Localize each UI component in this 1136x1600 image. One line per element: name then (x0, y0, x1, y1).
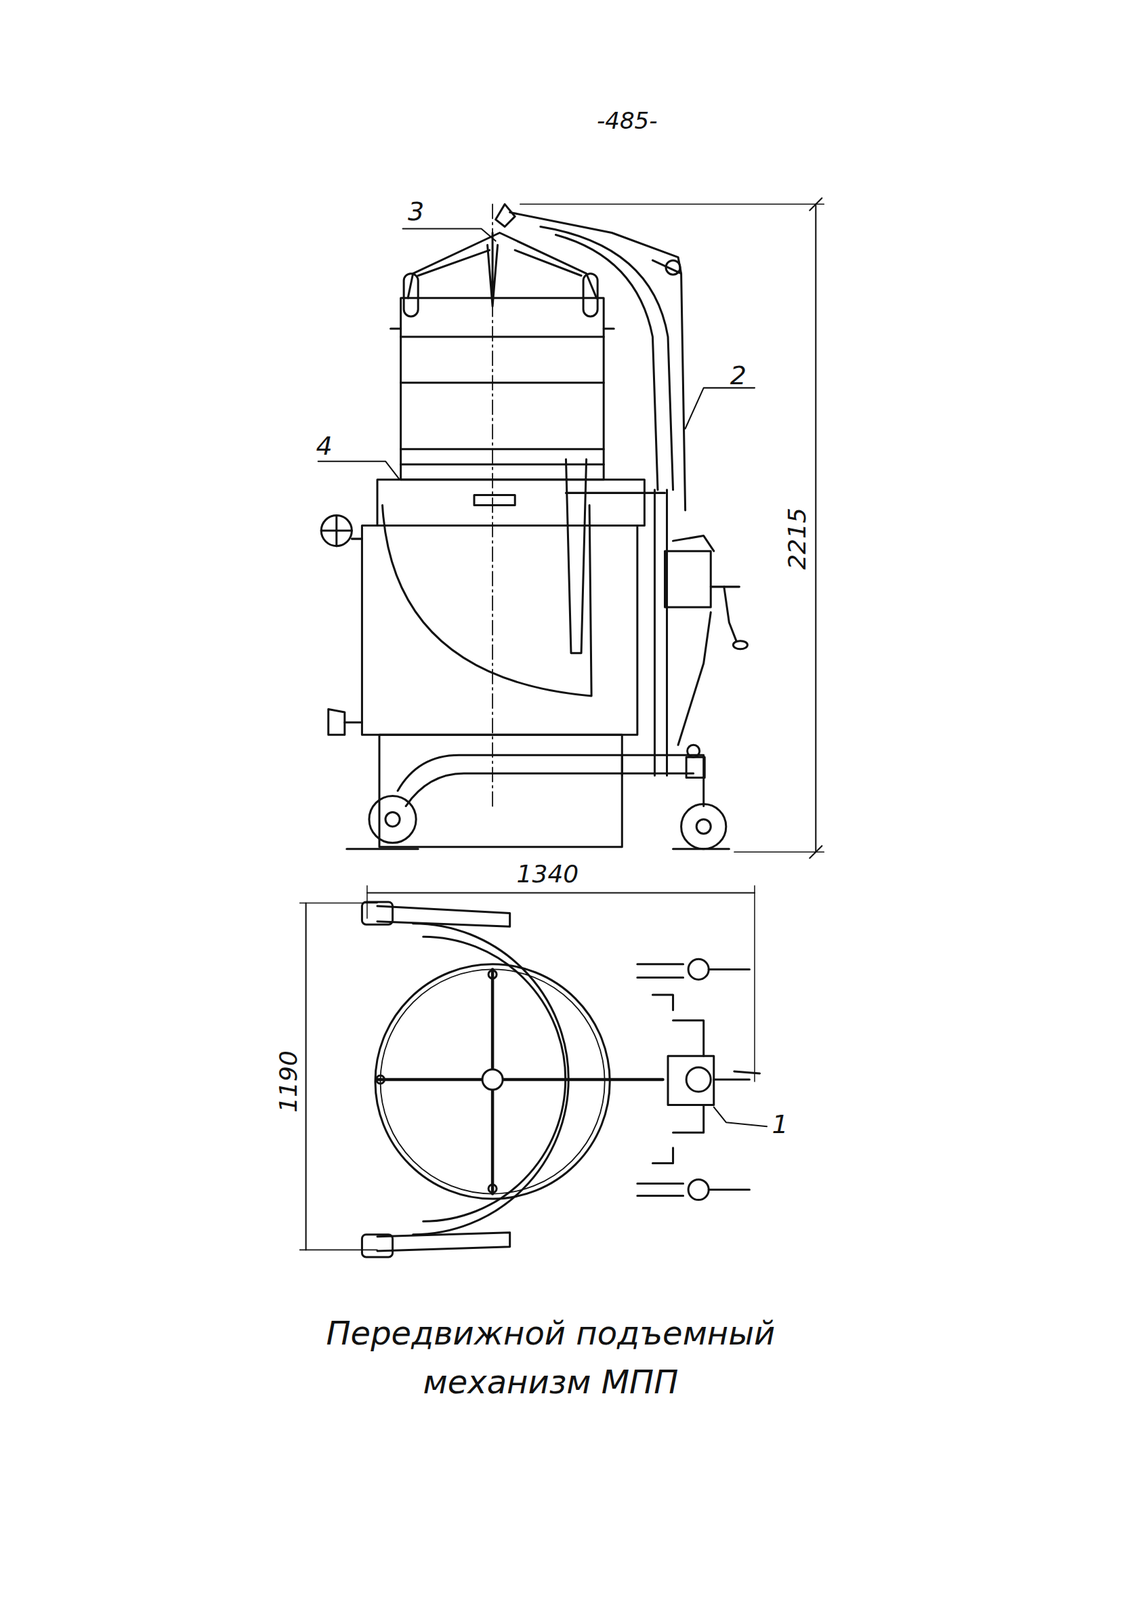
callout-number: 1 (772, 1110, 789, 1137)
callout-number: 4 (316, 432, 333, 459)
callout-number: 3 (407, 198, 425, 225)
dimension-label: 1190 (276, 1049, 301, 1113)
figure-caption: Передвижной подъемный механизм МПП (293, 1308, 809, 1406)
dimension-label: 1340 (516, 861, 580, 887)
callout-number: 2 (730, 362, 747, 389)
dimension-label: 2215 (785, 507, 810, 570)
page-number: -485- (596, 109, 658, 133)
